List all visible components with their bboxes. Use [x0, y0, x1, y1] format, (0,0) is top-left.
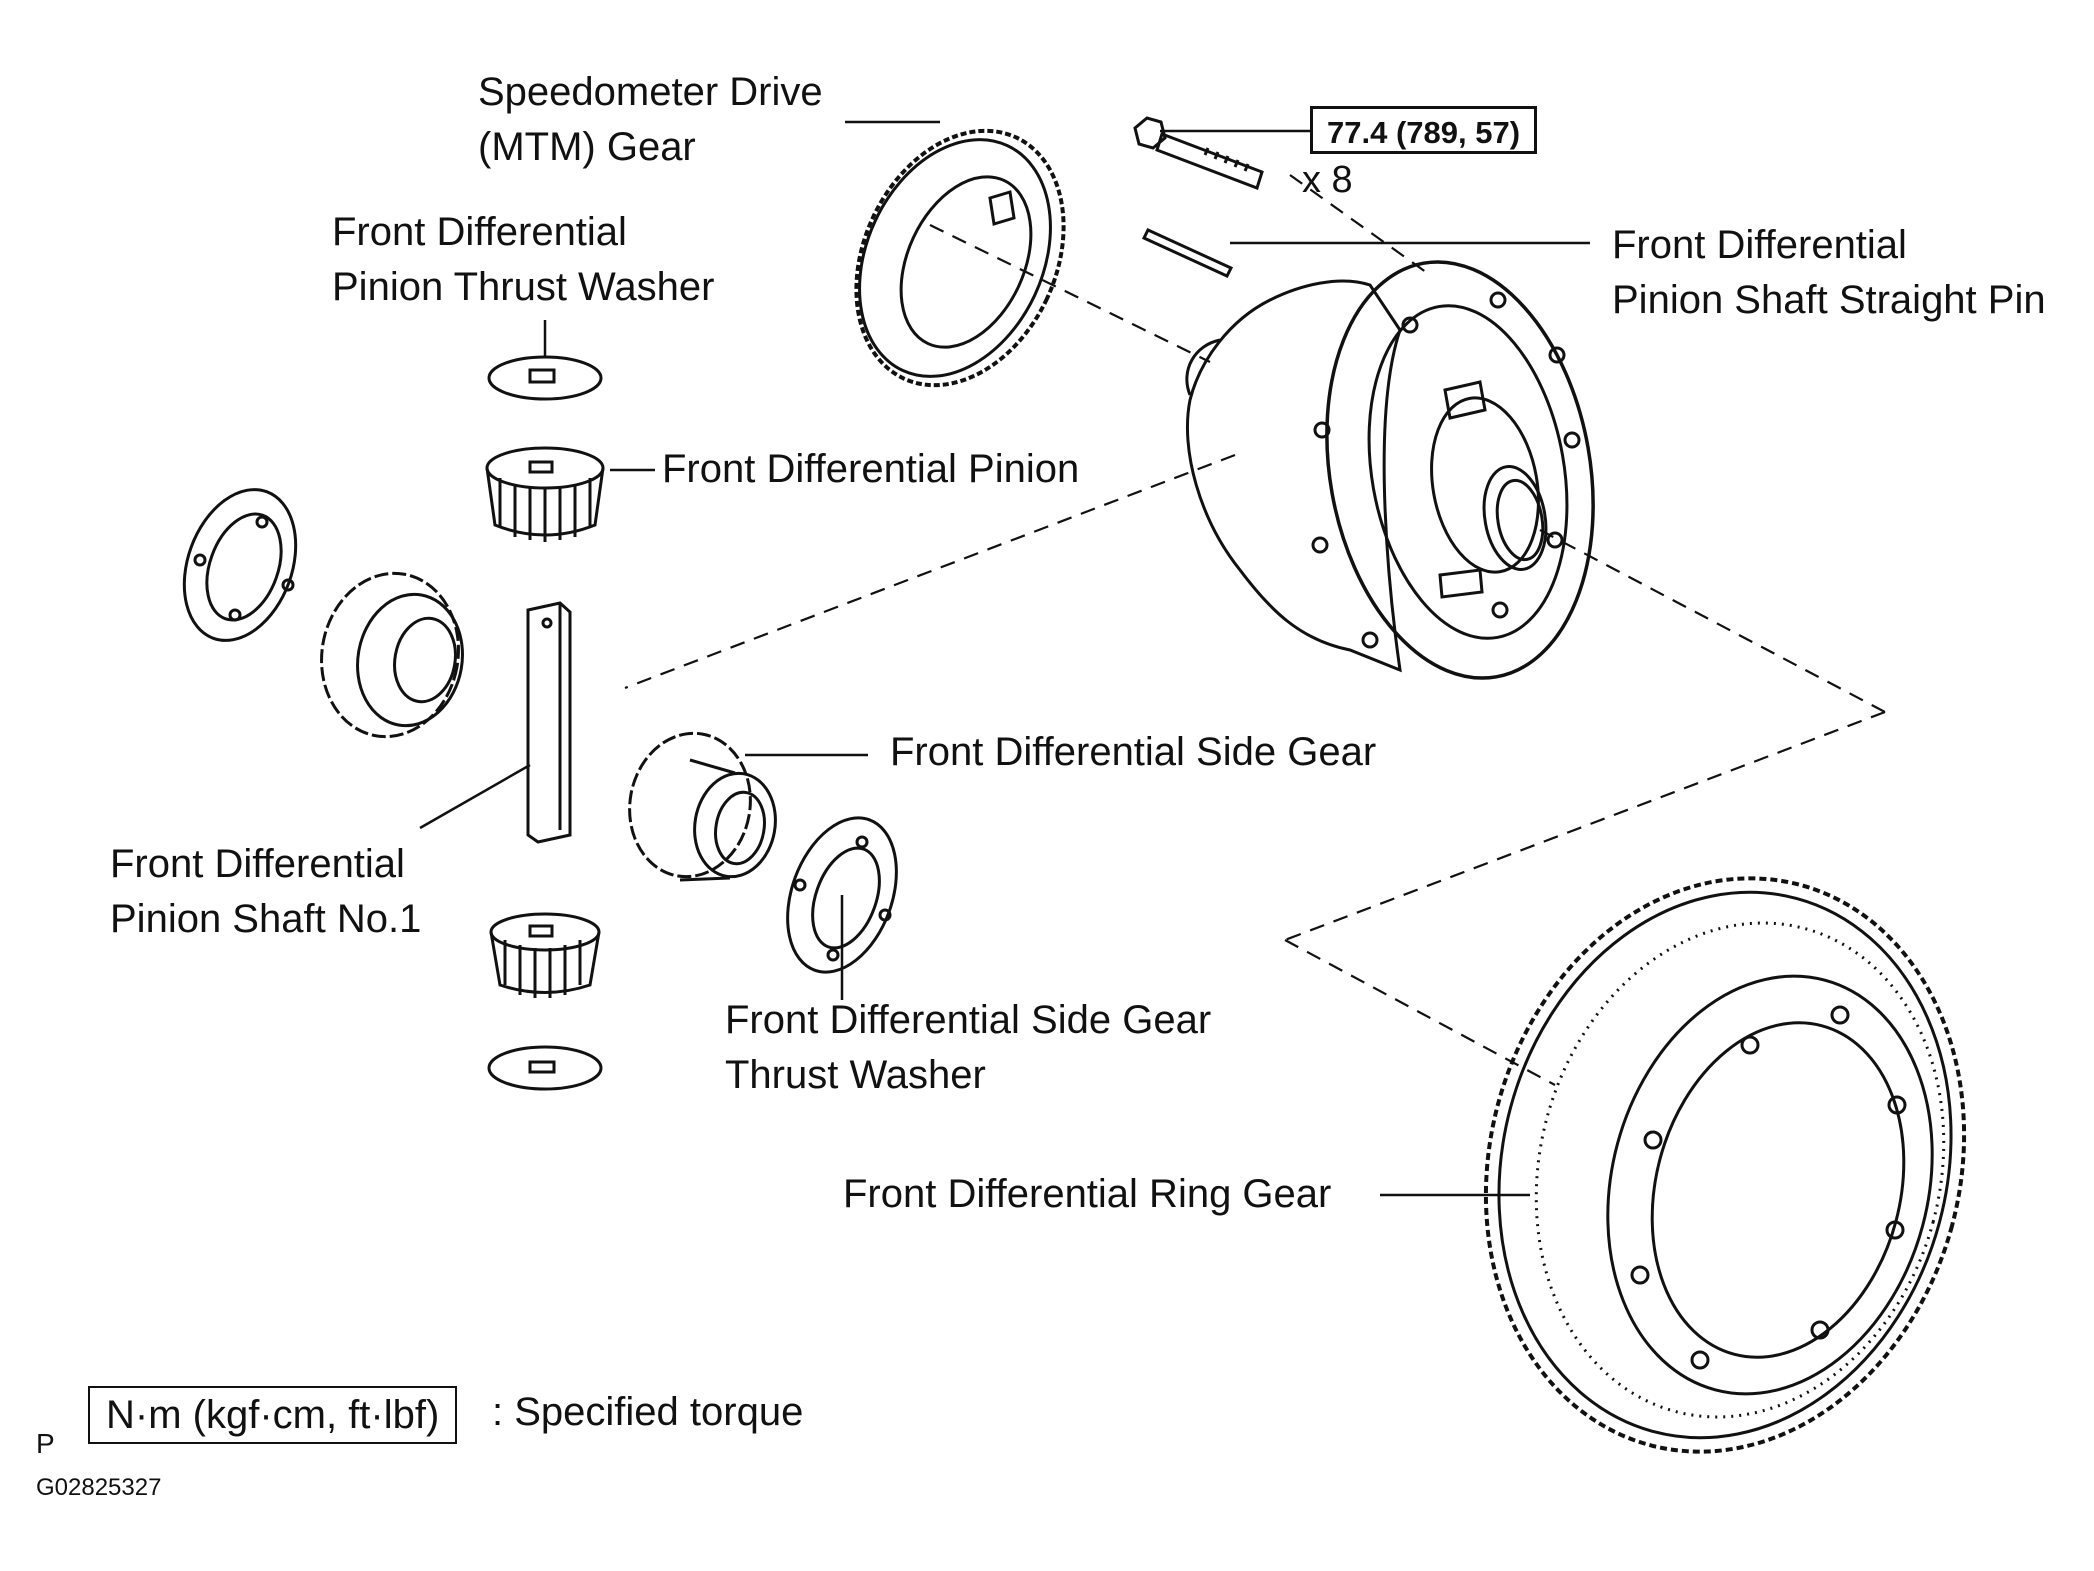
pinion-thrust-washer-top: [487, 355, 603, 401]
left-side-gear-thrust-washer: [182, 488, 298, 642]
side-gear-thrust-washer-label: Front Differential Side Gear Thrust Wash…: [725, 998, 1212, 1097]
page-mark: P: [36, 1428, 55, 1459]
alignment-dashes: [624, 174, 1886, 1086]
right-side-gear-thrust-washer: [786, 816, 898, 974]
torque-bolt: [1133, 116, 1264, 190]
pinion-thrust-washer-label: Front Differential Pinion Thrust Washer: [332, 210, 715, 309]
right-side-gear: [628, 731, 777, 882]
figure-id: G02825327: [36, 1474, 162, 1501]
pinion-thrust-washer-bottom: [487, 1045, 603, 1091]
legend-description: : Specified torque: [492, 1390, 804, 1434]
pinion-shaft-pin-label: Front Differential Pinion Shaft Straight…: [1612, 223, 2046, 322]
left-side-gear: [320, 571, 464, 739]
differential-pinion-bottom: [489, 912, 601, 998]
pinion-shaft-label: Front Differential Pinion Shaft No.1: [110, 842, 422, 941]
differential-case: [1185, 260, 1595, 680]
ring-gear-label: Front Differential Ring Gear: [843, 1172, 1332, 1216]
side-gear-label: Front Differential Side Gear: [890, 730, 1377, 774]
differential-pinion-top: [485, 446, 605, 542]
legend-torque-unit-box: N·m (kgf·cm, ft·lbf): [88, 1386, 458, 1444]
bolt-count: x 8: [1302, 159, 1353, 201]
torque-spec-box: 77.4 (789, 57): [1310, 106, 1538, 154]
speedometer-gear-label: Speedometer Drive (MTM) Gear: [478, 70, 823, 169]
pinion-label: Front Differential Pinion: [662, 447, 1080, 491]
speedometer-drive-gear: [854, 128, 1066, 388]
leader-lines: [419, 120, 1590, 1197]
straight-pin: [1141, 228, 1234, 278]
pinion-shaft: [526, 601, 572, 844]
ring-gear: [1483, 876, 1967, 1454]
